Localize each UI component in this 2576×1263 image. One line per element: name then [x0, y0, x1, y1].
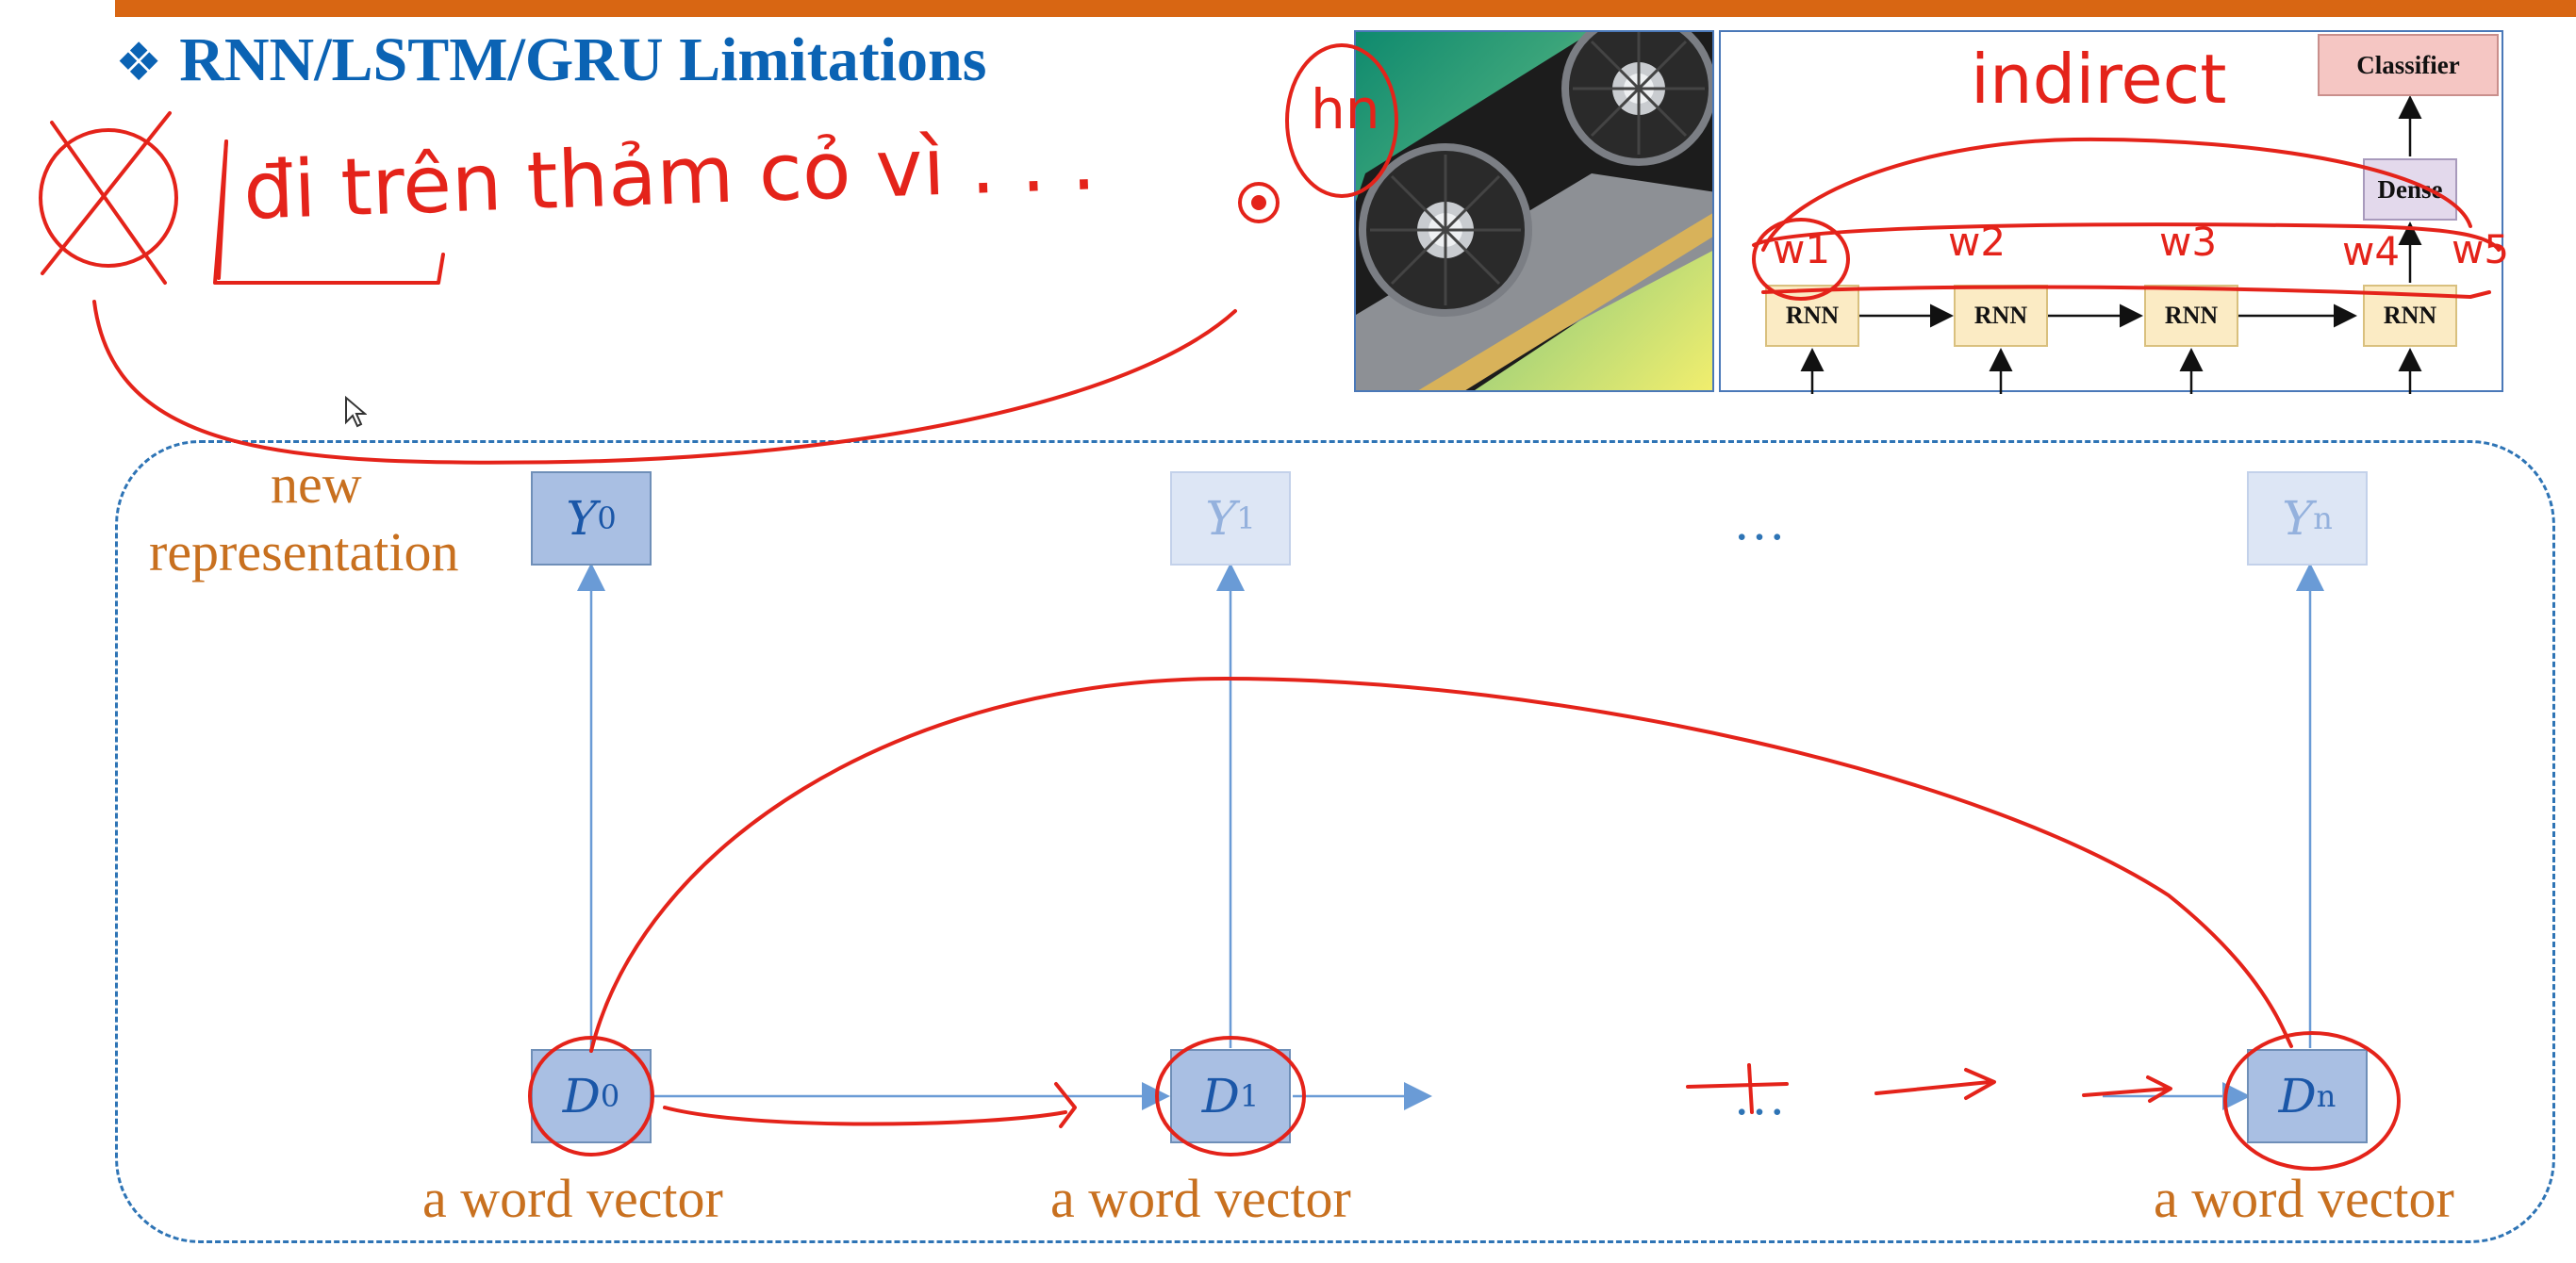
rnn-cell-2: RNN	[1954, 285, 2048, 347]
output-node-subscript: 1	[1236, 500, 1256, 536]
input-node-subscript: 1	[1239, 1078, 1260, 1114]
output-node-symbol: Y	[2282, 491, 2314, 546]
hn-circle-annotation	[1285, 43, 1398, 198]
output-node-subscript: n	[2313, 500, 2333, 536]
sweep-curve-annotation	[92, 300, 1237, 465]
handwritten-w4-label: w4	[2342, 228, 2401, 274]
diamond-bullet-icon: ❖	[115, 32, 163, 93]
input-node-symbol: D	[562, 1069, 601, 1124]
gpu-illustration	[1356, 32, 1712, 390]
d0-dn-arc-annotation	[589, 677, 2293, 1053]
handwritten-w3-label: w3	[2159, 219, 2218, 265]
rnn-connection-arrows	[1800, 95, 2422, 394]
slide-title-text: RNN/LSTM/GRU Limitations	[179, 25, 987, 94]
rnn-cell-1: RNN	[1765, 285, 1859, 347]
input-node-symbol: D	[2278, 1069, 2317, 1124]
handwritten-indirect-label: indirect	[1971, 40, 2227, 119]
word-vector-caption-d1: a word vector	[1050, 1168, 1351, 1229]
representation-label: representation	[149, 521, 459, 582]
mouse-cursor-icon	[345, 396, 367, 428]
handwritten-hn-label: hn	[1311, 77, 1380, 141]
output-node-symbol: Y	[566, 491, 598, 546]
word-vector-caption-dn: a word vector	[2154, 1168, 2454, 1229]
new-label: new	[271, 453, 362, 515]
outputs-ellipsis: …	[1733, 493, 1790, 551]
crossed-circle-annotation	[39, 128, 178, 268]
rnn-cell-3: RNN	[2144, 285, 2238, 347]
inputs-ellipsis: …	[1733, 1068, 1790, 1126]
top-accent-bar	[115, 0, 2576, 17]
output-node-subscript: 0	[597, 500, 617, 536]
classifier-box: Classifier	[2318, 34, 2499, 96]
handwritten-w2-label: w2	[1948, 219, 2006, 265]
gpu-image	[1354, 30, 1714, 392]
handwritten-w5-label: w5	[2452, 226, 2510, 272]
input-node-subscript: 0	[600, 1078, 620, 1114]
input-node-symbol: D	[1201, 1069, 1240, 1124]
slide-title: ❖ RNN/LSTM/GRU Limitations	[115, 25, 986, 96]
sequence-diagram-frame	[115, 440, 2555, 1243]
word-vector-caption-d0: a word vector	[422, 1168, 723, 1229]
input-node-subscript: n	[2316, 1078, 2337, 1114]
output-node-symbol: Y	[1205, 491, 1237, 546]
rnn-classifier-figure: Classifier Dense RNN RNN RNN RNN	[1719, 30, 2503, 394]
handwritten-w1-label: w1	[1773, 226, 1831, 272]
